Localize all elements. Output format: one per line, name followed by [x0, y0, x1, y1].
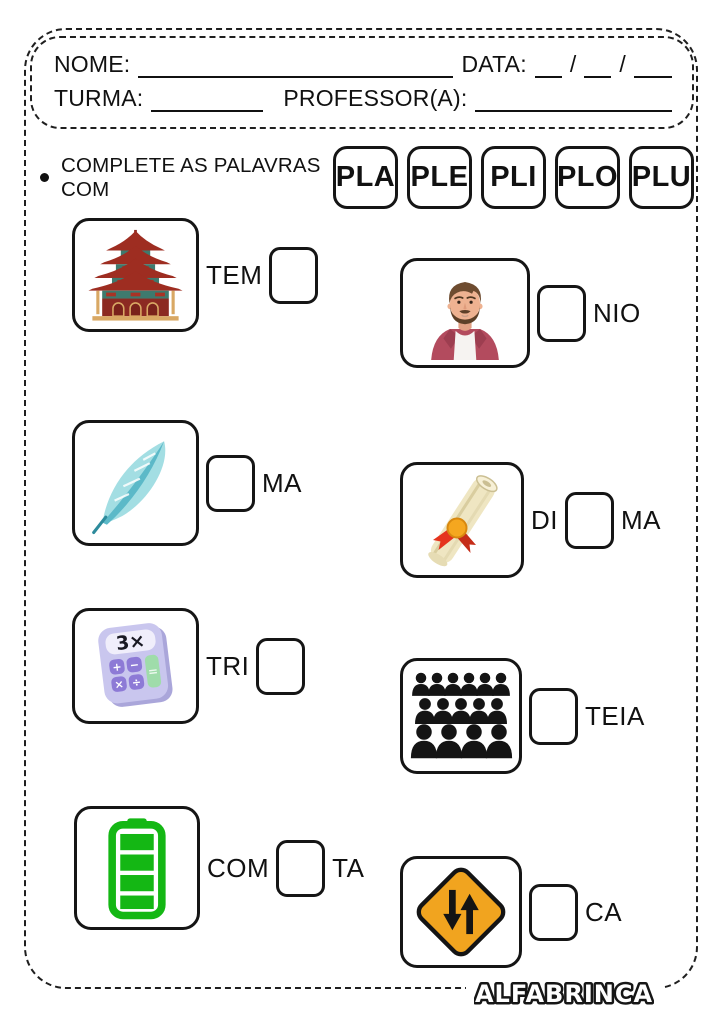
date-separator: / — [619, 51, 626, 77]
professor-blank-line[interactable] — [475, 86, 672, 112]
word-part-after: MA — [621, 504, 661, 535]
calculator-icon: 3× + − × ÷ = — [98, 623, 173, 707]
calculator-display: 3× — [115, 630, 147, 655]
exercise-item-plateia: TEIA — [400, 658, 645, 774]
equals-button-icon: = — [147, 664, 159, 679]
image-box-pluma — [72, 420, 199, 546]
answer-box-triplo[interactable] — [256, 637, 306, 695]
name-label: NOME: — [54, 51, 131, 77]
exercise-item-templo: TEM — [72, 218, 319, 332]
man-portrait-icon — [431, 281, 499, 360]
plus-button-icon: + — [112, 660, 123, 674]
name-blank-line[interactable] — [138, 52, 454, 78]
professor-label: PROFESSOR(A): — [283, 85, 468, 111]
multiply-button-icon: × — [114, 678, 125, 692]
crowd-icon — [410, 672, 513, 759]
pagoda-temple-icon — [88, 229, 183, 321]
syllable-chip-plo: PLO — [555, 146, 620, 209]
word-part-after: MA — [262, 467, 302, 498]
feather-icon — [92, 441, 166, 535]
battery-icon — [108, 818, 166, 920]
syllable-chips: PLA PLE PLI PLO PLU — [333, 146, 694, 209]
date-day-blank[interactable] — [534, 52, 562, 78]
image-box-completa — [74, 806, 200, 930]
image-box-templo — [72, 218, 199, 332]
header-row-class: TURMA: PROFESSOR(A): — [54, 85, 672, 112]
answer-box-placa[interactable] — [529, 883, 578, 941]
two-way-traffic-sign-icon — [416, 867, 506, 957]
answer-box-templo[interactable] — [269, 246, 319, 304]
divide-button-icon: ÷ — [131, 675, 142, 689]
syllable-chip-pli: PLI — [481, 146, 546, 209]
header-row-name: NOME: DATA: / / — [54, 51, 672, 78]
turma-label: TURMA: — [54, 85, 144, 111]
word-part-after: TEIA — [585, 700, 645, 731]
exercise-item-completa: COM TA — [74, 806, 364, 930]
syllable-chip-plu: PLU — [629, 146, 694, 209]
word-part-before: COM — [207, 852, 270, 883]
diploma-scroll-icon — [428, 475, 498, 567]
image-box-diploma — [400, 462, 524, 578]
syllable-chip-ple: PLE — [407, 146, 472, 209]
exercise-item-triplo: 3× + − × ÷ = TRI — [72, 608, 306, 724]
image-box-plateia — [400, 658, 522, 774]
exercise-item-pluma: MA — [72, 420, 302, 546]
minus-button-icon: − — [129, 658, 140, 672]
image-box-triplo: 3× + − × ÷ = — [72, 608, 199, 724]
instruction-text: COMPLETE AS PALAVRAS COM — [61, 153, 321, 201]
answer-box-diploma[interactable] — [565, 491, 614, 549]
answer-box-pluma[interactable] — [206, 454, 255, 512]
exercise-item-diploma: DI MA — [400, 462, 661, 578]
answer-box-plateia[interactable] — [529, 687, 578, 745]
word-part-before: DI — [531, 504, 558, 535]
word-part-before: TRI — [206, 650, 250, 681]
page-dashed-border — [24, 28, 698, 989]
image-box-plinio — [400, 258, 530, 368]
word-part-after: NIO — [593, 297, 641, 328]
brand-text: ALFABRINCA — [475, 980, 653, 1008]
exercise-item-placa: CA — [400, 856, 622, 968]
answer-box-completa[interactable] — [276, 839, 326, 897]
instruction-row: COMPLETE AS PALAVRAS COM PLA PLE PLI PLO… — [40, 146, 694, 209]
header-box: NOME: DATA: / / TURMA: PROFESSOR(A): — [30, 36, 694, 129]
bullet-icon — [40, 173, 49, 182]
word-part-after: CA — [585, 896, 623, 927]
word-part-after: TA — [332, 852, 365, 883]
date-label: DATA: — [461, 51, 527, 77]
date-year-blank[interactable] — [634, 52, 672, 78]
word-part-before: TEM — [206, 259, 263, 290]
answer-box-plinio[interactable] — [537, 284, 586, 342]
turma-blank-line[interactable] — [151, 86, 264, 112]
footer-brand: ALFABRINCA — [466, 975, 662, 1016]
date-month-blank[interactable] — [584, 52, 612, 78]
syllable-chip-pla: PLA — [333, 146, 398, 209]
alfabrinca-logo: ALFABRINCA — [472, 978, 654, 1011]
date-separator: / — [569, 51, 577, 77]
exercise-item-plinio: NIO — [400, 258, 641, 368]
image-box-placa — [400, 856, 522, 968]
